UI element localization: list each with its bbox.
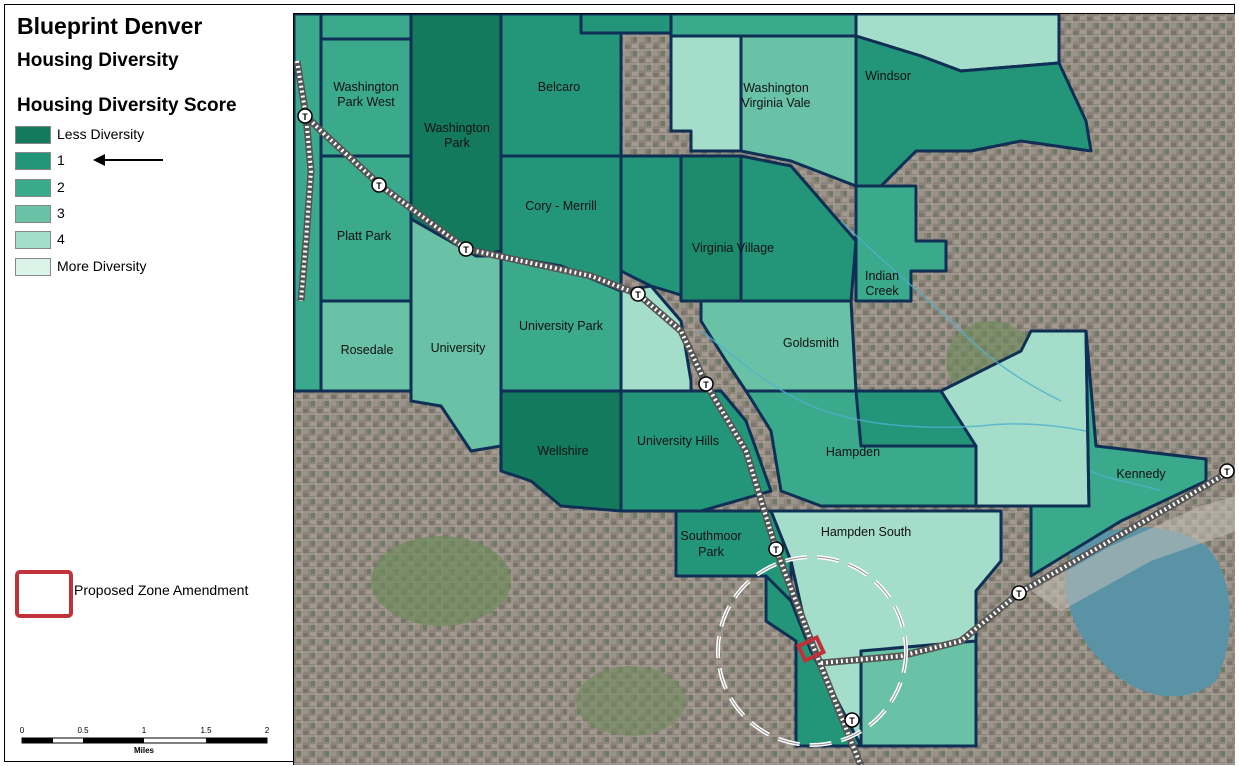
svg-text:T: T <box>1016 589 1022 599</box>
legend-label: Less Diversity <box>57 126 145 142</box>
proposed-amendment-label: Proposed Zone Amendment <box>74 582 249 598</box>
neighborhood-top-strip <box>669 14 858 38</box>
legend-swatch <box>15 152 51 170</box>
scale-unit-label: Miles <box>134 746 155 755</box>
label-hampden: Hampden <box>826 445 880 459</box>
svg-text:T: T <box>302 112 308 122</box>
scale-tick-label: 1.5 <box>200 726 212 735</box>
station-buffer-outline <box>717 556 907 746</box>
legend-swatch <box>15 126 51 144</box>
map-subtitle: Housing Diversity <box>17 50 179 71</box>
arrow-left-icon <box>93 154 163 166</box>
scale-tick-label: 0 <box>20 726 25 735</box>
neighborhood-top-strip <box>319 14 413 41</box>
scale-tick-label: 1 <box>142 726 147 735</box>
label-virginia-village: Virginia Village <box>692 241 774 255</box>
transit-station-icon[interactable]: T <box>1219 463 1235 479</box>
legend-swatch <box>15 258 51 276</box>
transit-station-icon[interactable]: T <box>371 177 387 193</box>
map-title: Blueprint Denver <box>17 13 203 39</box>
legend-label: 2 <box>57 179 65 195</box>
legend-title: Housing Diversity Score <box>17 95 237 116</box>
neighborhood-kennedy <box>1029 329 1208 578</box>
park-area <box>576 666 686 736</box>
label-cory-merrill: Cory - Merrill <box>525 199 597 213</box>
transit-station-icon[interactable]: T <box>630 286 646 302</box>
legend-label: More Diversity <box>57 258 147 274</box>
svg-text:T: T <box>849 716 855 726</box>
neighborhood-virginia-village-central <box>679 154 743 303</box>
transit-station-icon[interactable]: T <box>1011 585 1027 601</box>
proposed-zone-amendment-parcel[interactable] <box>795 634 827 664</box>
label-university-park: University Park <box>519 319 604 333</box>
label-platt-park: Platt Park <box>337 229 392 243</box>
scale-tick-label: 0.5 <box>77 726 89 735</box>
label-windsor: Windsor <box>865 69 911 83</box>
transit-station-icon[interactable]: T <box>458 241 474 257</box>
svg-text:T: T <box>376 181 382 191</box>
creek-lines <box>700 220 1162 492</box>
legend-swatch <box>15 205 51 223</box>
legend-label: 3 <box>57 205 65 221</box>
label-university: University <box>431 341 487 355</box>
label-goldsmith: Goldsmith <box>783 336 839 350</box>
transit-station-icon[interactable]: T <box>844 712 860 728</box>
label-kennedy: Kennedy <box>1116 467 1166 481</box>
legend-swatch <box>15 231 51 249</box>
neighborhood-indian-creek <box>854 184 948 303</box>
label-belcaro: Belcaro <box>538 80 580 94</box>
scale-bar: 0 0.5 1 1.5 2 Miles <box>20 726 270 755</box>
dam-embankment <box>1031 496 1235 611</box>
neighborhood-top-strip <box>579 14 673 35</box>
transit-stations: T T T T T T T T T <box>297 108 1235 728</box>
label-wellshire: Wellshire <box>537 444 588 458</box>
label-hampden-south: Hampden South <box>821 525 911 539</box>
svg-text:T: T <box>1224 467 1230 477</box>
legend-swatch <box>15 179 51 197</box>
svg-text:T: T <box>773 545 779 555</box>
transit-station-icon[interactable]: T <box>698 376 714 392</box>
park-area <box>371 536 511 626</box>
label-university-hills: University Hills <box>637 434 719 448</box>
proposed-amendment-swatch <box>15 570 73 618</box>
svg-text:T: T <box>463 245 469 255</box>
neighborhood-rosedale <box>319 299 413 393</box>
transit-station-icon[interactable]: T <box>297 108 313 124</box>
scale-tick-label: 2 <box>265 726 270 735</box>
neighborhood-university-hills <box>619 389 773 513</box>
svg-text:T: T <box>635 290 641 300</box>
legend-label: 4 <box>57 231 65 247</box>
legend-panel: Blueprint Denver Housing Diversity Housi… <box>5 5 289 761</box>
label-rosedale: Rosedale <box>341 343 394 357</box>
svg-text:T: T <box>703 380 709 390</box>
neighborhood-washington-virginia-vale-west <box>669 34 743 153</box>
legend-label: 1 <box>57 152 65 168</box>
transit-station-icon[interactable]: T <box>768 541 784 557</box>
